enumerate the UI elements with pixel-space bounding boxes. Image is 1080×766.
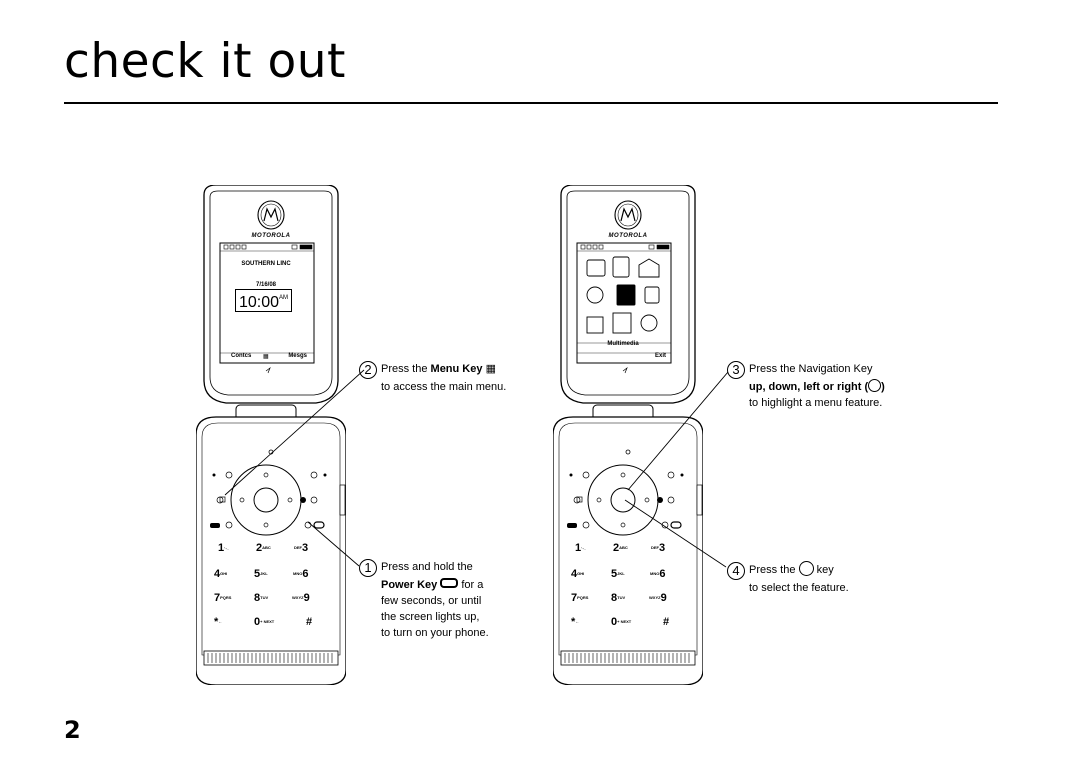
key-6: MNO6 xyxy=(650,568,666,580)
callout-text: ) xyxy=(881,381,885,393)
callout-text: few seconds, or until xyxy=(381,595,482,607)
key-1: 1·-_ xyxy=(575,542,587,554)
key-4: 4GHI xyxy=(214,568,228,580)
navigation-directions: up, down, left or right ( xyxy=(749,381,869,393)
callout-text: the screen lights up, xyxy=(381,611,480,623)
title-rule xyxy=(64,102,998,104)
power-key-icon xyxy=(440,578,459,588)
soft-key-right: Mesgs xyxy=(288,353,307,359)
key-hash: # xyxy=(306,616,313,628)
key-4: 4GHI xyxy=(571,568,585,580)
carrier-label: SOUTHERN LINC xyxy=(241,261,291,267)
key-9: WXYZ9 xyxy=(292,592,310,604)
date-label: 7/16/08 xyxy=(255,282,277,288)
key-3: DEF3 xyxy=(651,542,666,554)
select-key-icon xyxy=(798,561,814,576)
navigation-key-icon xyxy=(868,379,882,392)
menu-icon: ▦ xyxy=(263,354,269,360)
power-key-label: Power Key xyxy=(381,579,438,591)
main-menu-icon-grid xyxy=(586,256,660,334)
callout-text: to select the feature. xyxy=(749,582,849,594)
key-8: 8TUV xyxy=(254,592,269,604)
callout-menu-key: 2 Press the Menu Key ▦ to access the main… xyxy=(359,361,506,395)
callout-text: to turn on your phone. xyxy=(381,627,489,639)
ampm-label: AM xyxy=(279,295,289,301)
callout-select-key: 4 Press the key to select the feature. xyxy=(727,561,849,596)
phone-left-illustration: MOTOROLA SOUTHERN LINC 7/16/08 10:00AM C… xyxy=(196,185,346,685)
page-title: check it out xyxy=(64,34,346,89)
key-0: 0+ NEXT xyxy=(254,616,275,628)
menu-key-label: Menu Key xyxy=(430,363,483,375)
step-number: 4 xyxy=(727,562,745,580)
key-hash: # xyxy=(663,616,670,628)
main-menu-screen: Multimedia Exit xyxy=(578,245,668,359)
key-5: 5JKL xyxy=(611,568,625,580)
key-6: MNO6 xyxy=(293,568,309,580)
step-number: 2 xyxy=(359,361,377,379)
callout-text: to access the main menu. xyxy=(381,381,507,393)
key-1: 1·-_ xyxy=(218,542,230,554)
callout-text: Press the Navigation Key xyxy=(749,363,873,375)
brand-label: MOTOROLA xyxy=(608,233,648,239)
callout-text: for a xyxy=(458,579,484,591)
clock: 10:00AM xyxy=(235,289,293,312)
page-number: 2 xyxy=(64,716,81,744)
key-3: DEF3 xyxy=(294,542,309,554)
step-number: 1 xyxy=(359,559,377,577)
key-star: *← xyxy=(214,616,223,628)
key-9: WXYZ9 xyxy=(649,592,667,604)
soft-key-right: Exit xyxy=(654,353,666,359)
callout-text: Press the xyxy=(749,564,799,576)
key-star: *← xyxy=(571,616,580,628)
callout-power-key: 1 Press and hold the Power Key for a few … xyxy=(359,559,489,641)
callout-text: key xyxy=(813,564,834,576)
menu-item-label: Multimedia xyxy=(607,341,639,347)
key-0: 0+ NEXT xyxy=(611,616,632,628)
key-7: 7PQRS xyxy=(571,592,589,604)
phone-right-body xyxy=(553,185,703,685)
callout-text: to highlight a menu feature. xyxy=(749,397,883,409)
key-2: 2ABC xyxy=(613,542,628,554)
menu-key-icon: ▦ xyxy=(485,363,496,375)
key-8: 8TUV xyxy=(611,592,626,604)
brand-label: MOTOROLA xyxy=(251,233,291,239)
home-screen: SOUTHERN LINC 7/16/08 10:00AM Contcs ▦ M… xyxy=(221,245,311,360)
step-number: 3 xyxy=(727,361,745,379)
time-label: 10:00 xyxy=(239,294,280,311)
soft-key-left: Contcs xyxy=(231,353,252,359)
callout-text: Press the xyxy=(381,363,431,375)
callout-text: Press and hold the xyxy=(381,561,473,573)
key-5: 5JKL xyxy=(254,568,268,580)
phone-right-illustration: MOTOROLA Multimedia Exit 1·-_ 2ABC DEF3 … xyxy=(553,185,703,685)
callout-navigation-key: 3 Press the Navigation Key up, down, left… xyxy=(727,361,885,411)
key-2: 2ABC xyxy=(256,542,271,554)
key-7: 7PQRS xyxy=(214,592,232,604)
